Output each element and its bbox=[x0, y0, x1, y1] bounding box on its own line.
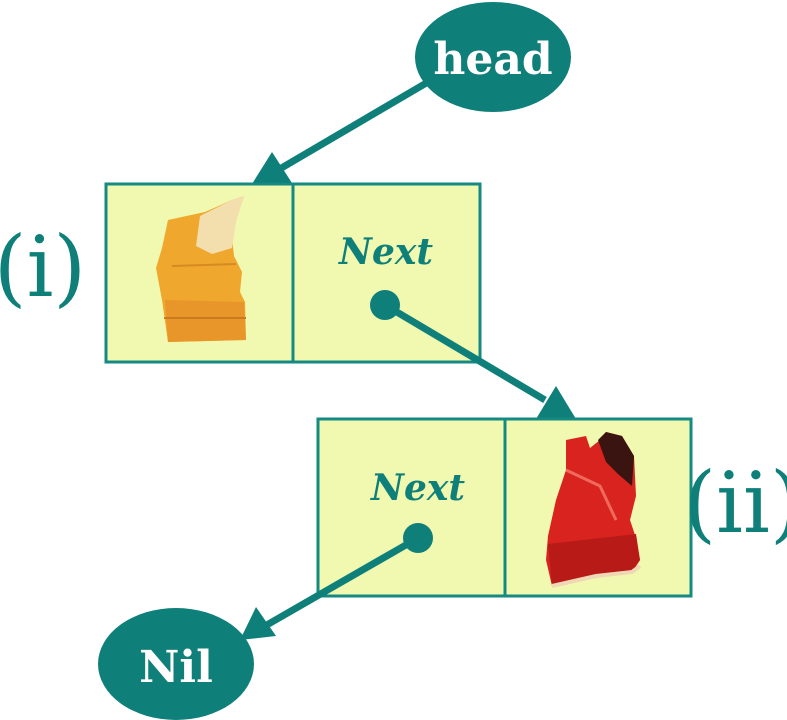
head-pointer-arrow bbox=[252, 78, 430, 184]
head-arrow-tip bbox=[252, 152, 292, 184]
node-2-next-cell bbox=[316, 417, 507, 598]
nil-arrow-line bbox=[263, 534, 420, 630]
link-arrow-tip bbox=[536, 386, 576, 419]
node-2-to-nil-arrow bbox=[240, 534, 420, 640]
node-2-marker: (ii) bbox=[683, 454, 787, 552]
node-1: Next bbox=[104, 182, 482, 364]
head-oval bbox=[415, 2, 571, 112]
link-arrow-line bbox=[383, 301, 547, 404]
nil-oval bbox=[98, 608, 254, 720]
node-2-next-label: Next bbox=[370, 467, 465, 509]
head-label: head bbox=[433, 34, 552, 85]
node-1-next-label: Next bbox=[338, 231, 433, 273]
nil-arrow-tip bbox=[240, 607, 276, 640]
node-1-next-cell bbox=[291, 182, 482, 364]
node-1-marker: (i) bbox=[0, 218, 86, 316]
nil-label: Nil bbox=[139, 642, 213, 693]
yellow-shoe-image bbox=[156, 196, 246, 342]
node-2: Next bbox=[316, 417, 693, 598]
head-node: head bbox=[415, 2, 571, 112]
red-shoe-image bbox=[546, 432, 642, 588]
node-1-to-node-2-arrow bbox=[383, 301, 576, 419]
nil-node: Nil bbox=[98, 608, 254, 720]
head-arrow-line bbox=[276, 78, 430, 174]
